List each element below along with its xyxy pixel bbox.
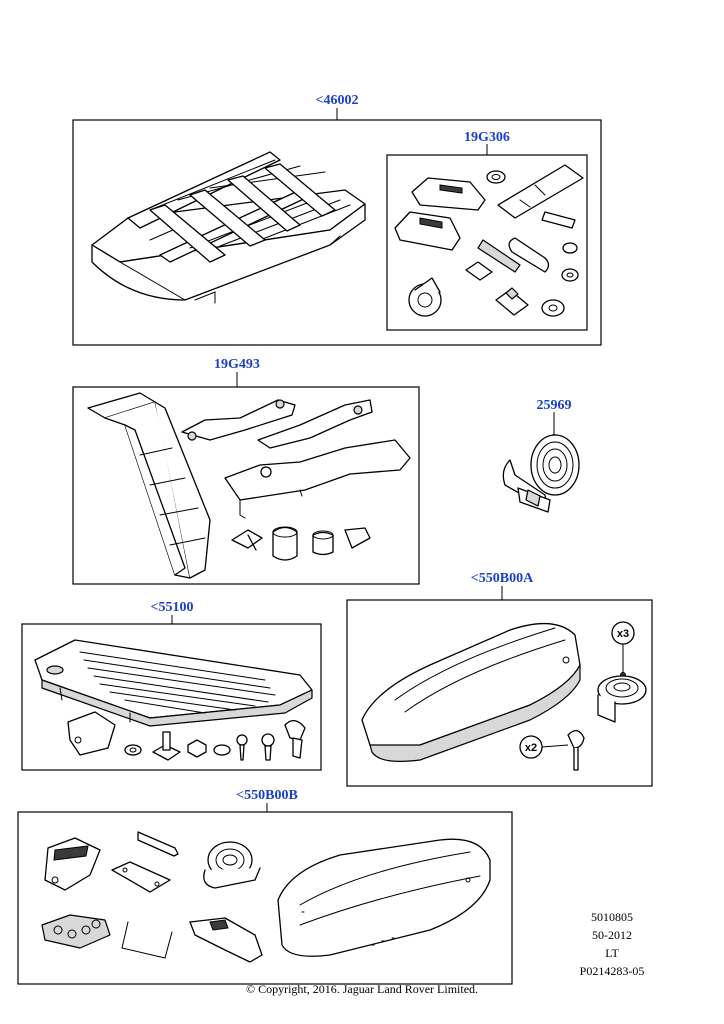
callout-roof-rack-group[interactable]: <46002: [316, 93, 359, 108]
ladder-kit-box: [72, 386, 420, 585]
callout-roof-box-a[interactable]: <550B00A: [471, 571, 534, 586]
callout-ladder-kit[interactable]: 19G493: [214, 357, 260, 372]
roof-box-a-box: [346, 599, 653, 787]
roof-box-a-illustration[interactable]: [361, 622, 581, 762]
fitting-kit-box: [386, 154, 588, 331]
key-qty-label: x2: [525, 742, 537, 754]
roof-box-b-parts[interactable]: [41, 831, 263, 963]
callout-luggage-rack[interactable]: <55100: [151, 600, 194, 615]
ladder-illustration[interactable]: [87, 392, 211, 579]
strap-illustration[interactable]: [502, 434, 580, 513]
callout-strap[interactable]: 25969: [537, 398, 572, 413]
roof-box-a-keys[interactable]: x2: [519, 730, 585, 771]
callout-fitting-kit[interactable]: 19G306: [464, 130, 510, 145]
roof-box-a-strap[interactable]: x3: [597, 621, 647, 723]
info-line-4: P0214283-05: [579, 964, 645, 978]
roof-rack-group-box: [72, 119, 602, 346]
roof-rack-illustration[interactable]: [91, 151, 366, 304]
info-line-2: 50-2012: [592, 928, 632, 942]
copyright-notice: © Copyright, 2016. Jaguar Land Rover Lim…: [245, 982, 479, 996]
ladder-bracket-parts[interactable]: [181, 399, 411, 561]
info-line-1: 5010805: [591, 910, 633, 924]
roof-box-b-illustration[interactable]: [277, 838, 491, 957]
callout-roof-box-b[interactable]: <550B00B: [236, 788, 298, 803]
luggage-rack-box: [21, 623, 322, 771]
luggage-rack-illustration[interactable]: [34, 639, 313, 727]
strap-qty-label: x3: [617, 628, 629, 640]
fitting-kit-parts[interactable]: [394, 164, 584, 317]
luggage-rack-fixings[interactable]: [67, 711, 306, 761]
info-line-3: LT: [605, 946, 619, 960]
roof-box-b-box: [17, 811, 513, 985]
